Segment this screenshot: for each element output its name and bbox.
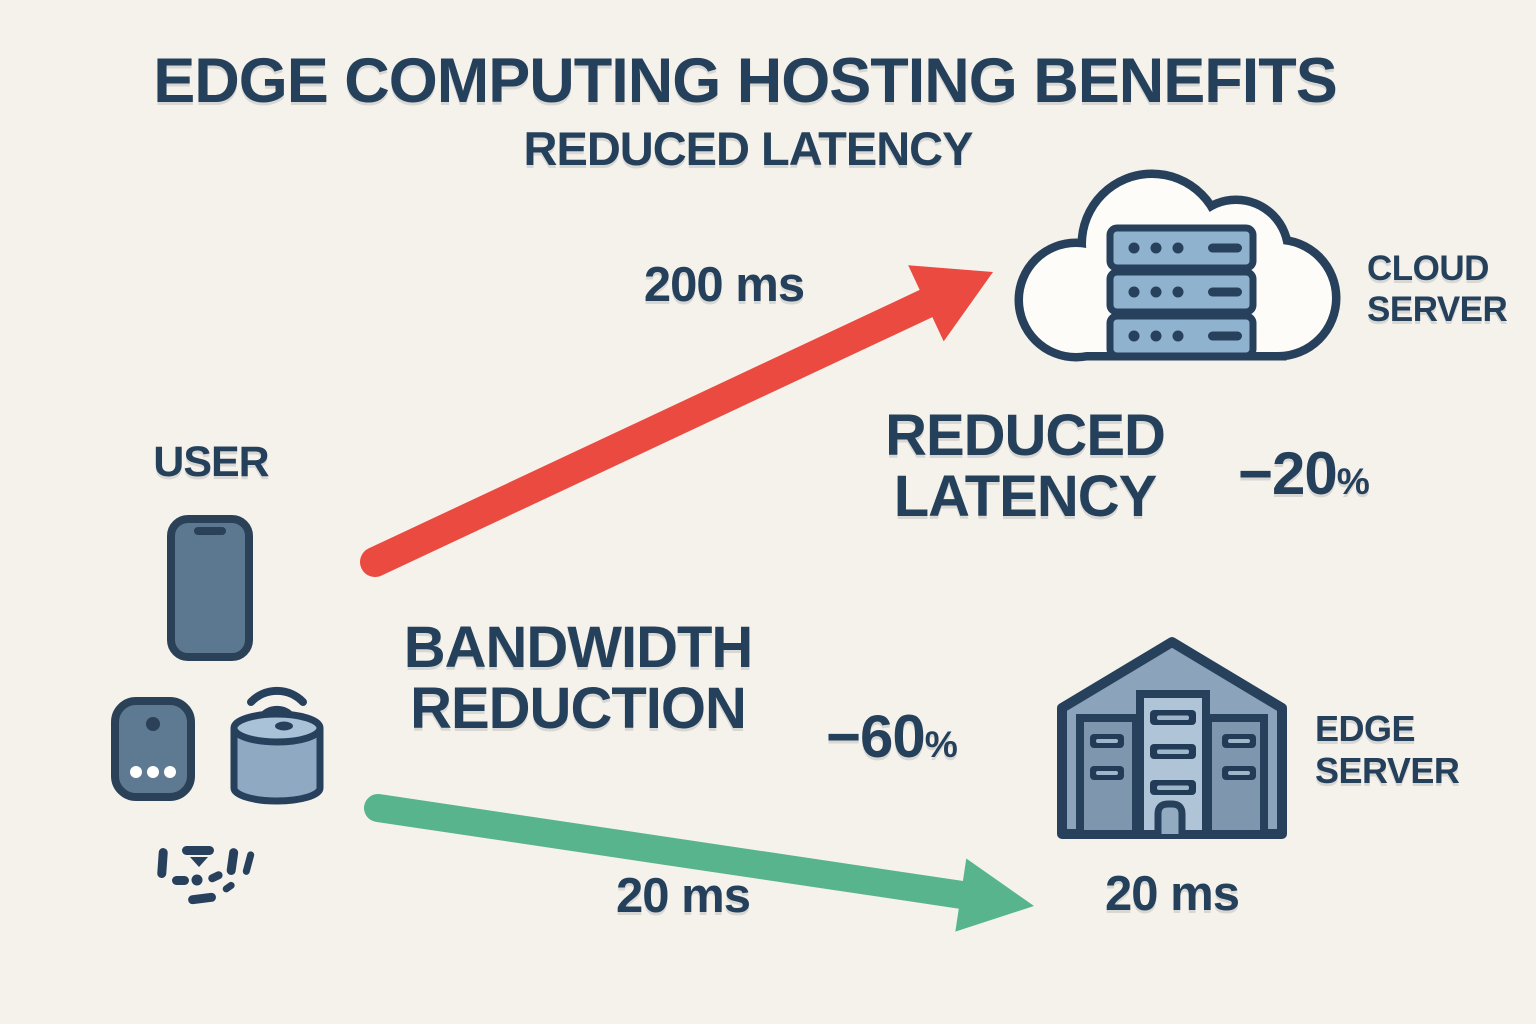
page-subtitle: REDUCED LATENCY — [523, 122, 974, 175]
cloud-server-label-line1: CLOUD — [1367, 249, 1489, 288]
reduced-latency-value: −20% — [1238, 440, 1370, 507]
reduced-latency-percent-sign: % — [1336, 460, 1370, 502]
edge-server-label-line2: SERVER — [1315, 750, 1460, 792]
edge-result-latency-label: 20 ms — [1105, 867, 1240, 921]
cloud-server-label-line2: SERVER — [1367, 290, 1508, 330]
reduced-latency-line1: REDUCED — [885, 403, 1166, 468]
reduced-latency-number: −20 — [1238, 440, 1338, 507]
edge-latency-label: 20 ms — [616, 869, 751, 923]
reduced-latency-line2: LATENCY — [893, 464, 1158, 530]
edge-building-icon — [1057, 637, 1287, 839]
bandwidth-reduction-number: −60 — [826, 703, 926, 770]
bandwidth-reduction-value: −60% — [826, 703, 958, 770]
cloud-server-icon — [1014, 169, 1341, 362]
bandwidth-reduction-percent-sign: % — [924, 723, 958, 765]
dots-pattern-icon — [157, 846, 255, 905]
smart-speaker-icon — [230, 686, 324, 805]
server-rack-icon — [1106, 224, 1257, 360]
bandwidth-reduction-line1: BANDWIDTH — [403, 615, 754, 680]
edge-server-label-line1: EDGE — [1315, 708, 1416, 749]
reduced-latency-callout: REDUCED LATENCY — [885, 403, 1166, 530]
remote-device-icon — [111, 697, 195, 801]
smartphone-icon — [167, 515, 253, 661]
edge-server-label: EDGE SERVER — [1315, 708, 1460, 793]
cloud-latency-label: 200 ms — [643, 258, 805, 312]
bandwidth-reduction-line2: REDUCTION — [410, 676, 747, 742]
cloud-server-label: CLOUD SERVER — [1367, 248, 1508, 331]
page-title: EDGE COMPUTING HOSTING BENEFITS — [153, 46, 1338, 116]
user-label: USER — [153, 438, 269, 486]
bandwidth-reduction-callout: BANDWIDTH REDUCTION — [403, 615, 754, 742]
